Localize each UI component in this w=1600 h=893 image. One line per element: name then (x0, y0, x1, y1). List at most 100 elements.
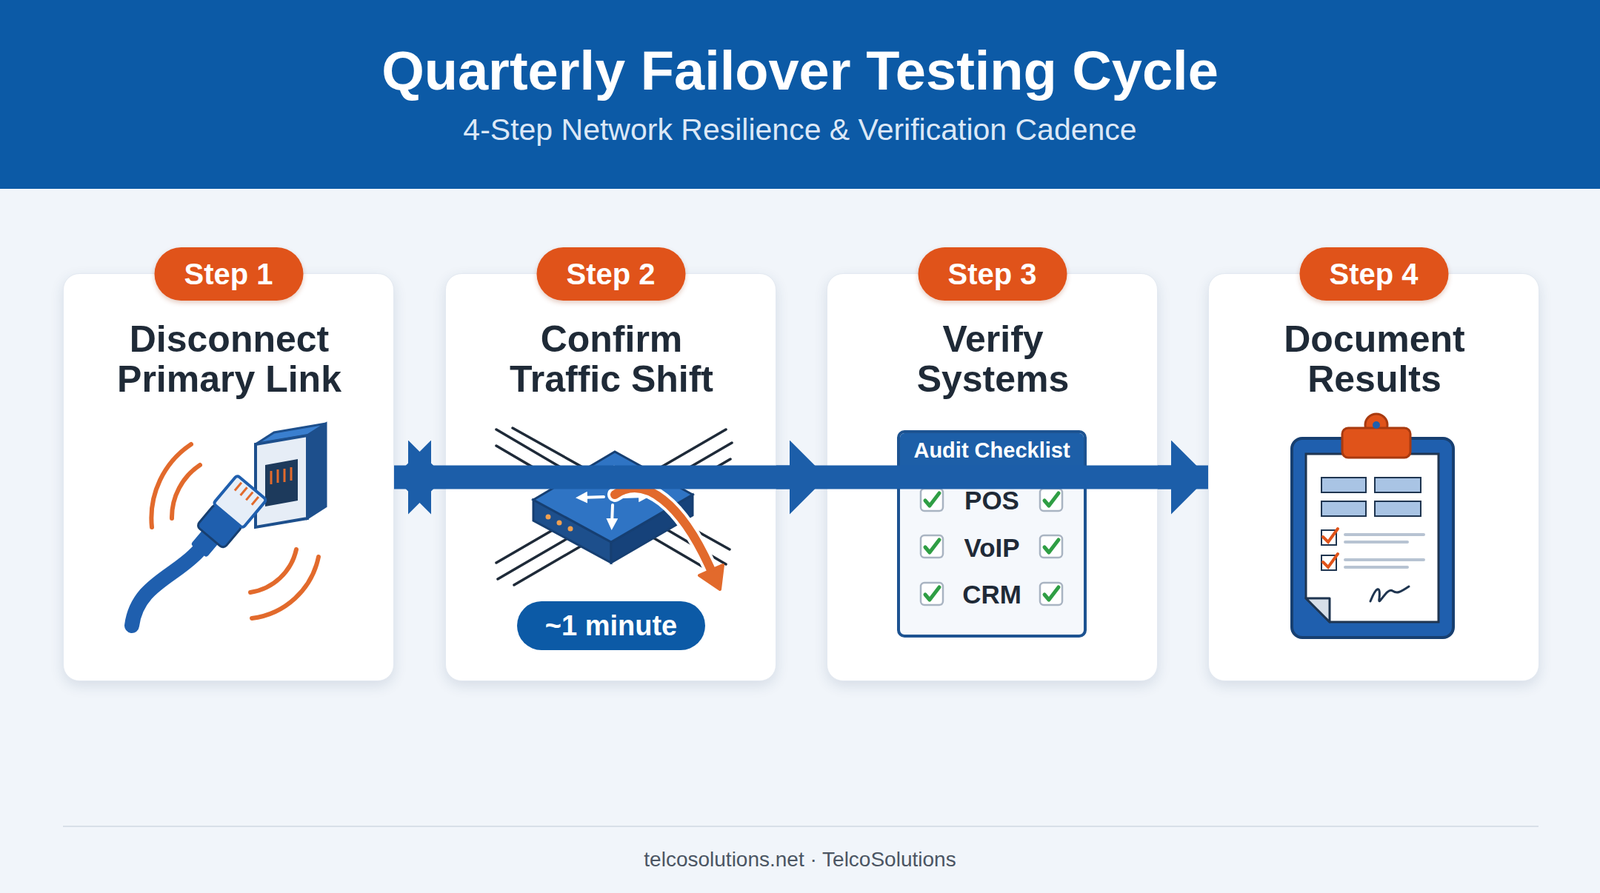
route-arrow (612, 471, 616, 489)
flow-arrow (776, 465, 809, 490)
signature (1370, 586, 1409, 602)
route-arrow (581, 497, 604, 498)
step-card: Step 1Disconnect Primary Link (62, 273, 395, 682)
link-line (497, 442, 732, 580)
check-mark (925, 587, 940, 600)
step-heading: Document Results (1252, 319, 1498, 400)
arc (151, 444, 192, 528)
clip (1342, 428, 1411, 458)
footer-credit: telcosolutions.net · TelcoSolutions (0, 844, 1600, 876)
routing-arrows (581, 471, 645, 525)
pin (245, 492, 253, 501)
subtitle: 4-Step Network Resilience & Verification… (0, 109, 1600, 150)
arc (251, 557, 319, 619)
shift-arrow (614, 488, 712, 571)
form-check (1322, 528, 1338, 543)
router-right-face (611, 494, 693, 563)
jack-face (255, 435, 308, 528)
form-field (1374, 477, 1421, 493)
flow-arrow (412, 465, 1209, 490)
form-check (1322, 554, 1338, 568)
check-mark (1044, 493, 1059, 506)
form-line (1345, 565, 1408, 569)
check-mark (925, 540, 940, 553)
pin (283, 468, 286, 483)
step-badge: Step 2 (536, 247, 686, 301)
router-icon (496, 428, 732, 590)
arc (171, 465, 200, 519)
step-heading: Confirm Traffic Shift (489, 319, 735, 400)
router-left-face (533, 500, 612, 563)
link-line (512, 428, 730, 550)
form-checkbox (1321, 555, 1337, 571)
form-field (1321, 501, 1366, 517)
pin (251, 497, 259, 506)
plug-boot (190, 528, 220, 558)
step-heading: Verify Systems (871, 319, 1116, 400)
jack-pins (271, 467, 292, 485)
checklist-item: POS (900, 482, 1084, 520)
route-arrow (622, 496, 645, 498)
pin (290, 467, 293, 481)
footer-rule (62, 825, 1539, 828)
step-card: Step 3Verify SystemsAudit ChecklistPOSVo… (826, 273, 1158, 682)
form-line (1345, 540, 1408, 544)
rj45-plug (183, 475, 267, 564)
plug-head (213, 475, 267, 529)
checklist-header: Audit Checklist (900, 433, 1084, 468)
link-line (496, 429, 726, 563)
link-line (496, 445, 712, 572)
flow-arrow (394, 465, 427, 490)
checkbox (1040, 535, 1063, 558)
clip-ring (1365, 414, 1388, 437)
clipboard-icon (1291, 414, 1454, 638)
check-mark (925, 493, 940, 506)
step-card: Step 2Confirm Traffic Shift~1 minute (445, 273, 777, 682)
pin (234, 482, 242, 492)
status-led (545, 514, 552, 520)
route-arrow (611, 505, 613, 525)
audit-checklist: Audit ChecklistPOS VoIP CRM (897, 430, 1087, 638)
status-led (557, 520, 563, 526)
link-line (514, 459, 731, 586)
router-top-face (533, 451, 693, 543)
checkbox (920, 535, 943, 558)
jack-side (307, 423, 326, 519)
diagram-title: Quarterly Failover Testing Cycle (0, 38, 1600, 104)
form-field (1321, 477, 1366, 493)
shift-arrow-head (699, 565, 723, 590)
step-heading: Disconnect Primary Link (107, 319, 352, 400)
status-led (568, 526, 574, 532)
checkbox (1040, 488, 1063, 512)
form-field (1374, 501, 1421, 517)
paper-fold (1305, 598, 1330, 623)
network-lines (496, 428, 732, 586)
duration-pill: ~1 minute (517, 601, 706, 651)
signal-arcs (151, 444, 319, 619)
clip-hole (1372, 421, 1380, 429)
clipboard-paper (1305, 454, 1439, 623)
form-line (1345, 533, 1424, 537)
step-badge: Step 4 (1299, 247, 1449, 301)
shift-arrow-outline (614, 488, 712, 571)
checkbox (920, 582, 943, 606)
flow-arrow (1157, 465, 1190, 490)
jack-socket (265, 459, 298, 507)
plug-body (196, 503, 243, 549)
form-line (1345, 558, 1424, 562)
checklist-item: CRM (900, 576, 1084, 614)
step-card: Step 4Document Results (1208, 273, 1540, 682)
form-checkbox (1321, 530, 1337, 546)
clipboard-board (1291, 438, 1454, 638)
jack-top (255, 423, 326, 445)
check-mark (1044, 540, 1059, 553)
checkboxes (920, 488, 1063, 606)
step-badge: Step 1 (154, 247, 303, 301)
step-badge: Step 3 (917, 247, 1067, 301)
pin (277, 469, 280, 483)
link-line (496, 429, 726, 565)
arc (250, 549, 297, 593)
checkbox (920, 488, 943, 512)
checkbox (1040, 582, 1063, 606)
checklist-item: VoIP (900, 529, 1084, 567)
